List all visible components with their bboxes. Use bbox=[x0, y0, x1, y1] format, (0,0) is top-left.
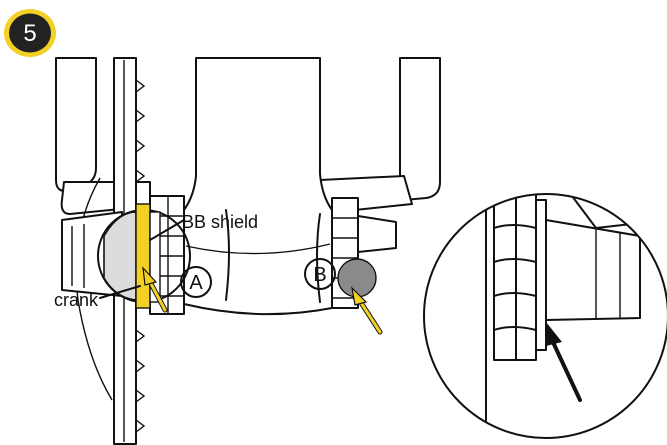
callout-a-label: A bbox=[189, 272, 203, 294]
seat-tube bbox=[183, 57, 333, 316]
zoom-shield bbox=[535, 199, 547, 351]
black-arrow bbox=[546, 322, 582, 402]
callout-b-label: B bbox=[313, 264, 326, 286]
callout-b-circle bbox=[304, 258, 336, 290]
bb-shield-leader bbox=[149, 219, 185, 241]
step-number: 5 bbox=[23, 20, 36, 47]
chainring-outer-ring bbox=[75, 177, 113, 401]
zoom-circle-outline bbox=[423, 193, 667, 439]
yellow-arrow-b bbox=[351, 286, 383, 335]
left-chainstay bbox=[55, 57, 97, 192]
crank-leader bbox=[99, 285, 141, 299]
step-badge-disc bbox=[9, 13, 51, 53]
callout-a: A bbox=[180, 266, 212, 298]
bb-shield-highlight bbox=[135, 203, 151, 309]
zoom-spindle-lines bbox=[595, 226, 621, 320]
crank-arm-detail bbox=[71, 224, 85, 288]
zoom-frame bbox=[424, 194, 487, 438]
step-badge: 5 bbox=[4, 9, 56, 57]
crank-inner-face bbox=[149, 211, 161, 303]
right-bb-cup-ribs bbox=[332, 217, 358, 299]
bb-shield-label: BB shield bbox=[182, 212, 258, 232]
chainring-teeth bbox=[135, 79, 146, 433]
zoom-spindle bbox=[545, 219, 641, 321]
right-bearing-highlight bbox=[337, 258, 377, 298]
zoom-bb-cup-ribs bbox=[493, 224, 537, 331]
yellow-arrow-a bbox=[142, 266, 168, 313]
callout-a-circle bbox=[180, 266, 212, 298]
bb-shell-curve bbox=[185, 243, 331, 255]
right-spindle bbox=[357, 215, 397, 253]
crank-label: crank bbox=[54, 290, 99, 310]
zoom-detail bbox=[423, 193, 667, 439]
callout-b: B bbox=[304, 258, 336, 290]
